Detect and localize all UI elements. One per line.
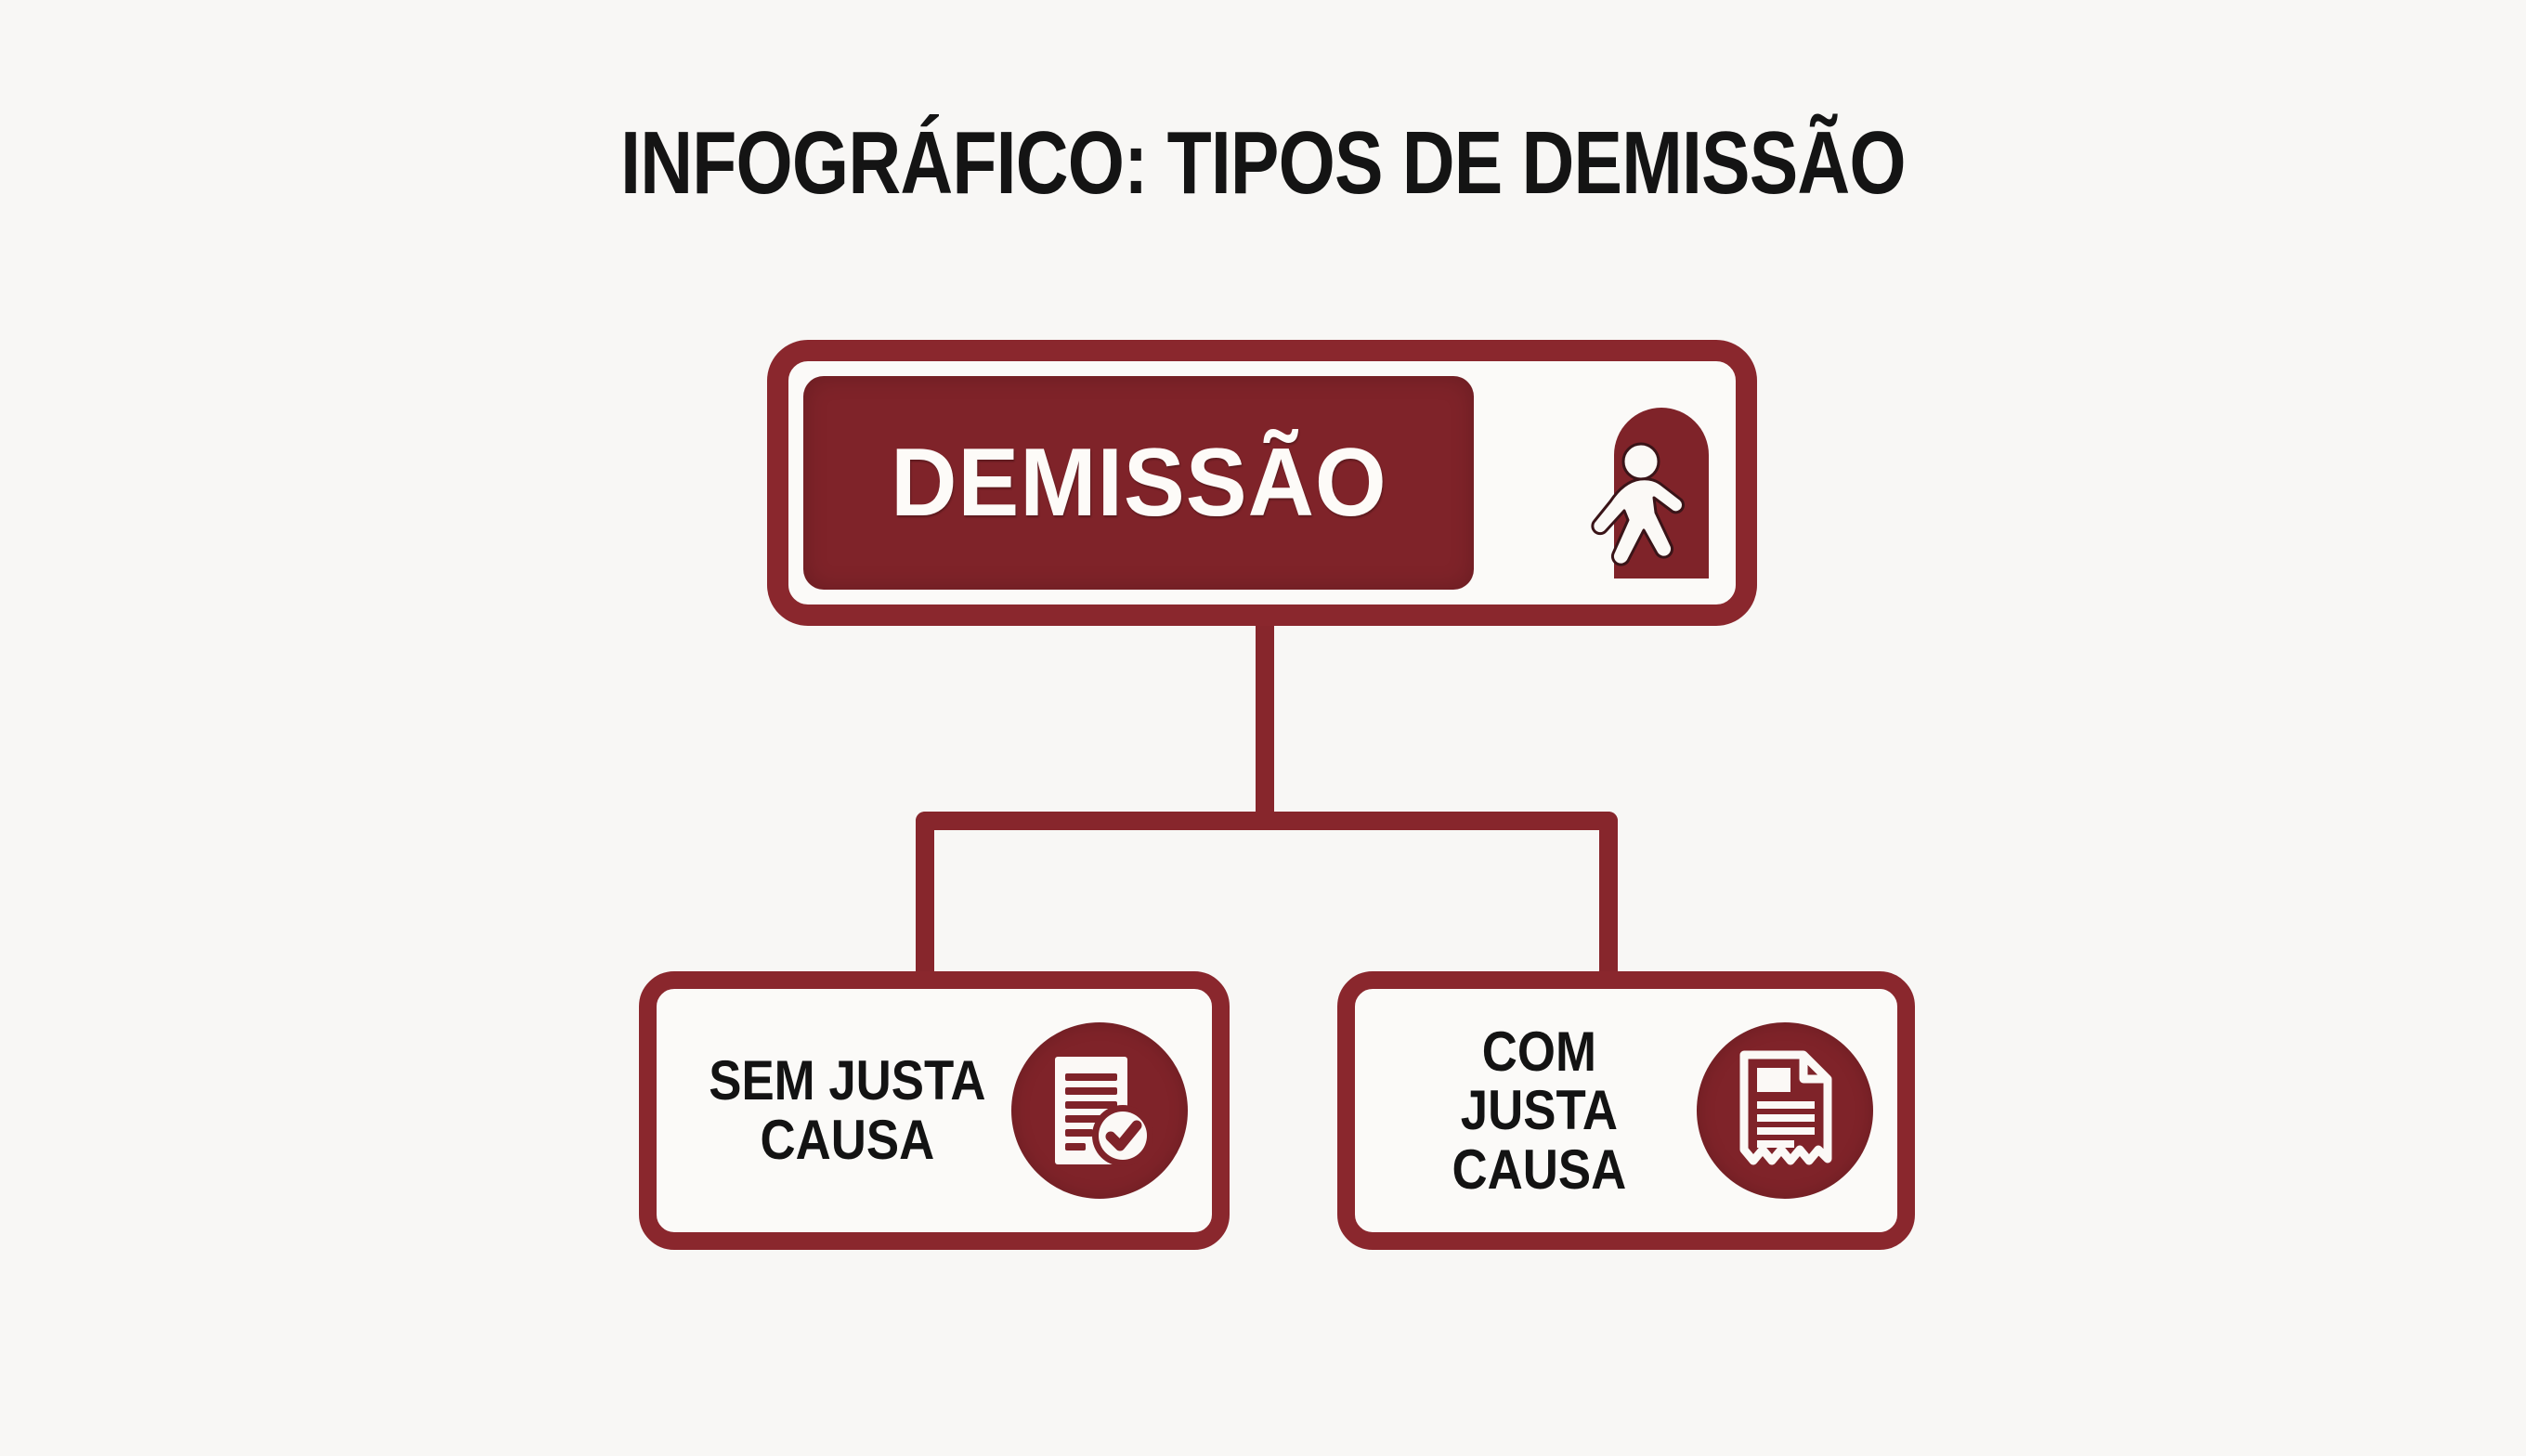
document-check-icon [1011, 1022, 1188, 1199]
connector-branch-right [1599, 812, 1618, 988]
branch-card-sem-justa-causa[interactable]: SEM JUSTA CAUSA [639, 971, 1230, 1250]
connector-stem-vertical [1256, 624, 1274, 828]
page-title: INFOGRÁFICO: TIPOS DE DEMISSÃO [620, 113, 1906, 213]
branch-label-line1: SEM JUSTA [709, 1049, 986, 1112]
branch-label-sem-justa-causa: SEM JUSTA CAUSA [708, 1051, 992, 1169]
branch-label-line1: COM JUSTA [1460, 1020, 1618, 1142]
exit-door-walking-person-icon [1573, 395, 1750, 580]
branch-label-line2: CAUSA [760, 1109, 935, 1171]
branch-card-com-justa-causa[interactable]: COM JUSTA CAUSA [1337, 971, 1915, 1250]
connector-horizontal-bar [916, 812, 1618, 830]
main-node-inner-panel: DEMISSÃO [803, 376, 1474, 590]
connector-branch-left [916, 812, 934, 988]
branch-label-line2: CAUSA [1452, 1138, 1627, 1201]
main-node-label: DEMISSÃO [890, 429, 1387, 537]
document-torn-icon [1697, 1022, 1873, 1199]
branch-label-com-justa-causa: COM JUSTA CAUSA [1405, 1020, 1678, 1201]
main-node-demissao[interactable]: DEMISSÃO [767, 340, 1757, 626]
